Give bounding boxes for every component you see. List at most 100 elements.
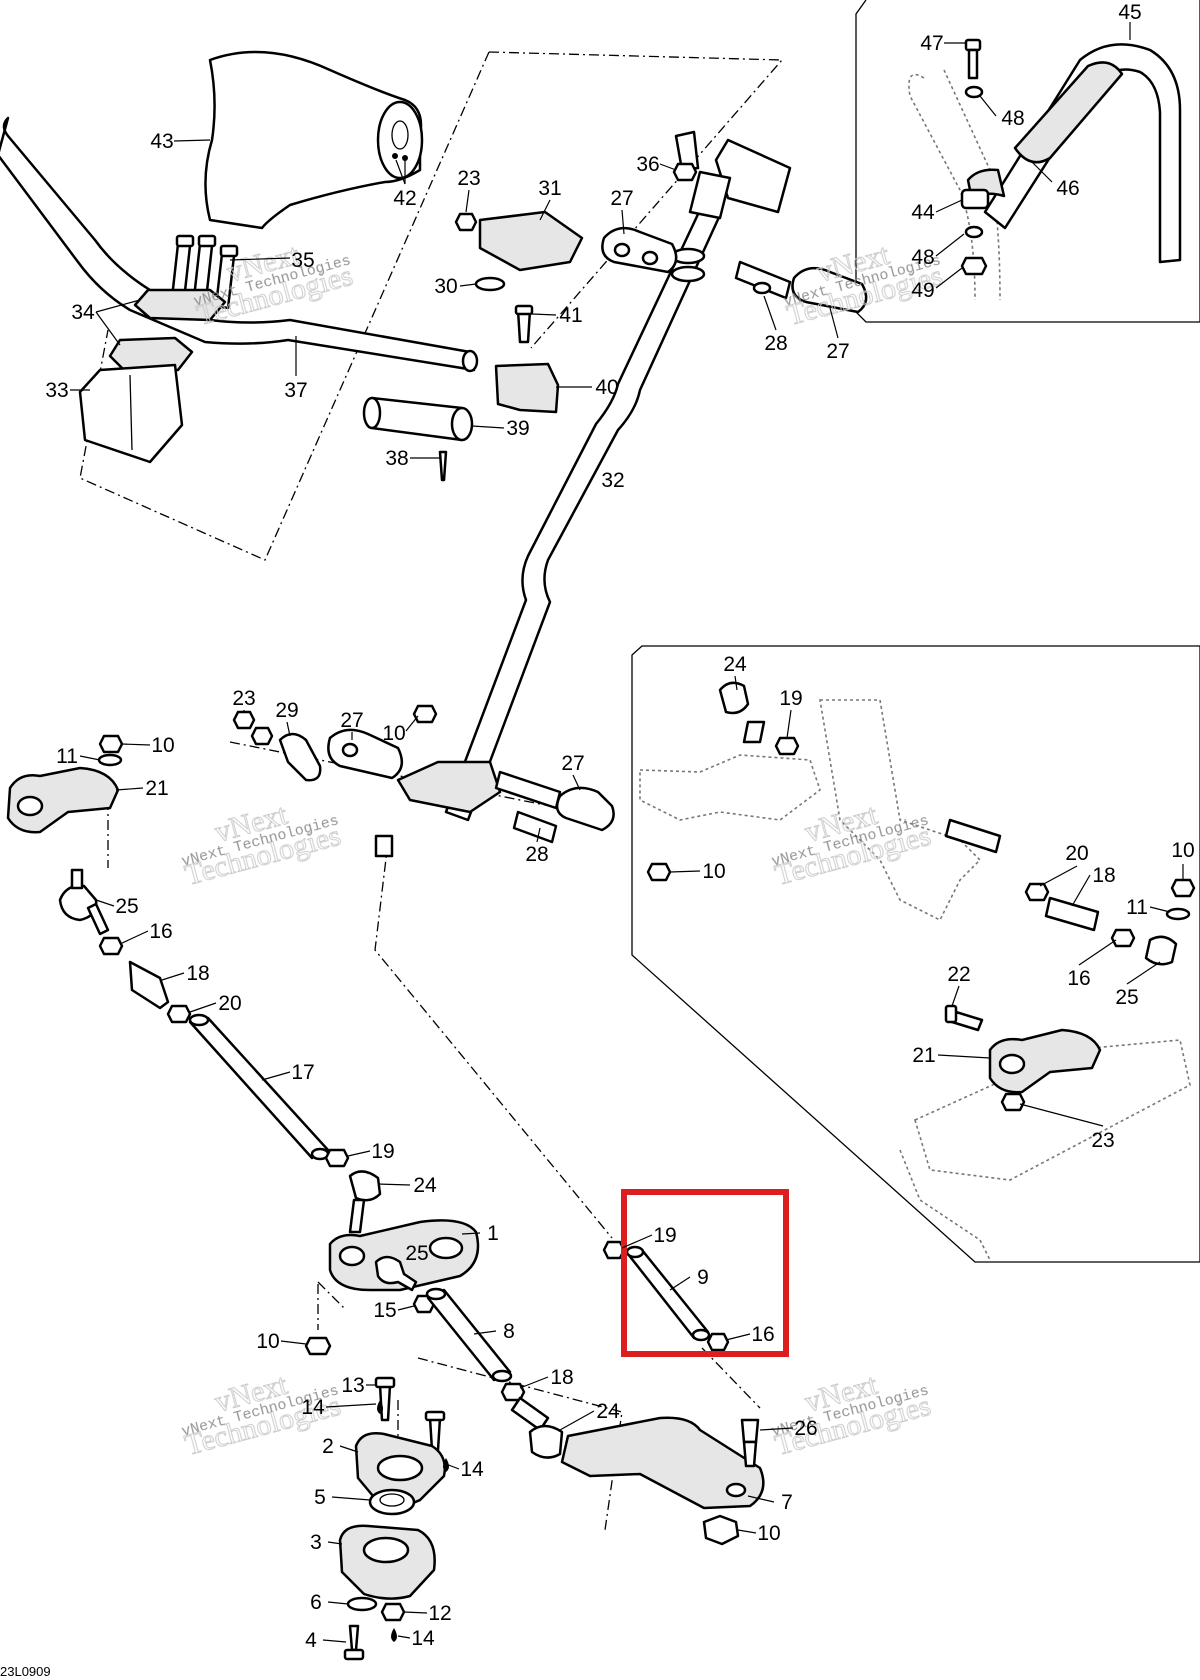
- inset-frame-steering-linkage: [631, 645, 1200, 1263]
- grip-43-end: [376, 100, 424, 180]
- nut-49: [960, 256, 988, 276]
- callout-4: 4: [305, 1629, 317, 1652]
- callout-27: 27: [826, 340, 849, 363]
- callout-45: 45: [1118, 1, 1141, 24]
- nut-10-inset: [646, 862, 672, 882]
- callout-30: 30: [434, 275, 457, 298]
- callout-42: 42: [393, 187, 416, 210]
- callout-46: 46: [1056, 177, 1079, 200]
- riser-pad-46: [1013, 61, 1124, 164]
- nut-23-upper: [454, 212, 478, 232]
- washer-48-bottom: [964, 225, 984, 239]
- callout-26: 26: [794, 1417, 817, 1440]
- grip-43: [204, 50, 423, 230]
- highlighted-parts: [602, 1189, 789, 1357]
- callout-10: 10: [757, 1522, 780, 1545]
- housing-40: [494, 362, 560, 414]
- steering-arm-1-group: [304, 1219, 480, 1356]
- nut-10-lower-arm: [702, 1514, 740, 1546]
- clamp-top-34: [133, 288, 227, 322]
- callout-8: 8: [503, 1320, 515, 1343]
- callout-10: 10: [151, 734, 174, 757]
- callout-40: 40: [595, 376, 618, 399]
- nut-36: [672, 162, 698, 182]
- callout-43: 43: [150, 130, 173, 153]
- callout-47: 47: [920, 32, 943, 55]
- callout-36: 36: [636, 153, 659, 176]
- callout-25: 25: [405, 1242, 428, 1265]
- callout-29: 29: [275, 699, 298, 722]
- callout-23: 23: [1091, 1129, 1114, 1152]
- callout-22: 22: [947, 963, 970, 986]
- callout-21: 21: [145, 777, 168, 800]
- link-27-upper: [601, 226, 678, 274]
- callout-7: 7: [781, 1491, 793, 1514]
- callout-35: 35: [291, 249, 314, 272]
- bushing-5: [368, 1488, 416, 1516]
- callout-39: 39: [506, 417, 529, 440]
- watermarks: vNext Technologies vNext Technologies vN…: [180, 237, 947, 1462]
- callout-16: 16: [149, 920, 172, 943]
- callout-10: 10: [382, 722, 405, 745]
- spacer-28-lower-2: [512, 810, 558, 844]
- nut-23-lower-2: [250, 726, 274, 746]
- linkage-inset-parts: [639, 681, 1196, 1261]
- tube-8: [426, 1288, 512, 1382]
- link-27-lower-right: [555, 786, 615, 832]
- link-27-lower: [327, 728, 404, 780]
- bolt-47-shank: [967, 48, 979, 80]
- link-29: [278, 732, 322, 782]
- clamp-bolts-35: [170, 234, 239, 310]
- callout-27: 27: [340, 709, 363, 732]
- callout-41: 41: [559, 304, 582, 327]
- ball-stud-25-center: [374, 1255, 418, 1292]
- frame-ghost-2: [819, 699, 982, 922]
- column-bracket: [396, 760, 502, 814]
- nut-19-left: [324, 1148, 350, 1168]
- callout-13: 13: [341, 1374, 364, 1397]
- callout-10: 10: [702, 860, 725, 883]
- lower-linkage: [232, 704, 615, 858]
- steering-column-32: [444, 208, 722, 822]
- callout-18: 18: [550, 1366, 573, 1389]
- handlebar-assembly: [0, 116, 479, 464]
- handlebar-37: [0, 116, 476, 372]
- column-top-plate: [714, 138, 792, 214]
- nut-19-highlight: [602, 1240, 626, 1260]
- callout-44: 44: [911, 201, 935, 224]
- callout-14: 14: [411, 1627, 435, 1650]
- bolt-4: [348, 1624, 360, 1652]
- callout-11: 11: [56, 745, 78, 768]
- grip-43-end-inner: [391, 120, 409, 150]
- callout-19: 19: [779, 687, 802, 710]
- nut-10-arm: [304, 1336, 332, 1356]
- callout-24: 24: [413, 1174, 437, 1197]
- link-27-right: [791, 266, 868, 314]
- thread-lock-drop-1: [377, 1400, 383, 1414]
- riser-inset-parts: [908, 38, 1182, 301]
- ball-joint-bottom: [374, 834, 394, 858]
- drawing-code: 23L0909: [0, 1664, 51, 1679]
- callout-18: 18: [186, 962, 209, 985]
- callout-23: 23: [457, 167, 480, 190]
- grip-43-group: [204, 50, 424, 230]
- clamp-lower-34: [108, 336, 194, 372]
- callout-16: 16: [751, 1323, 774, 1346]
- callout-17: 17: [291, 1061, 314, 1084]
- callout-10: 10: [256, 1330, 279, 1353]
- nut-16-left: [98, 936, 124, 956]
- callout-20: 20: [1065, 842, 1088, 865]
- arm-21-left: [6, 766, 120, 834]
- callout-32: 32: [601, 469, 624, 492]
- nut-12: [380, 1602, 406, 1622]
- callout-12: 12: [428, 1602, 451, 1625]
- callout-21: 21: [912, 1044, 935, 1067]
- callout-48: 48: [1001, 107, 1024, 130]
- callout-34: 34: [71, 301, 95, 324]
- callout-49: 49: [911, 279, 934, 302]
- thread-lock-drop-2: [443, 1458, 449, 1472]
- callout-11: 11: [1126, 896, 1148, 919]
- callout-20: 20: [218, 992, 241, 1015]
- callout-48: 48: [911, 246, 934, 269]
